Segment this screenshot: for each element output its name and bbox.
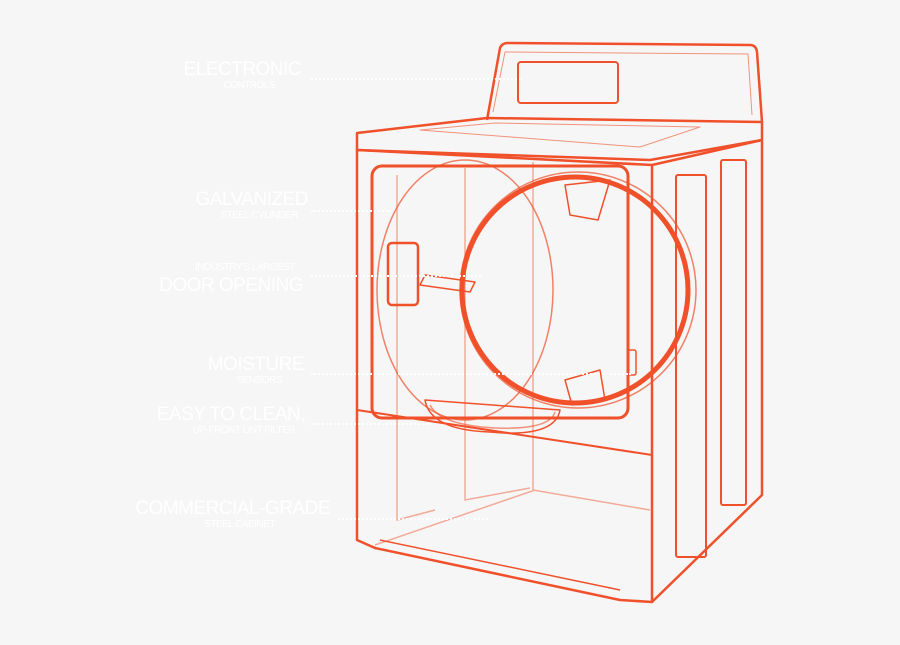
callout-subtitle: UP-FRONT LINT FILTER <box>192 425 296 436</box>
leader-door-opening <box>311 275 481 277</box>
cabinet-side <box>651 138 764 603</box>
leader-steel-cylinder <box>311 210 391 212</box>
callout-title: ELECTRONIC <box>183 59 302 80</box>
door <box>370 159 630 421</box>
callout-moisture-sensors: MOISTURE SENSORS <box>207 354 305 386</box>
callout-title: EASY TO CLEAN, <box>156 404 306 425</box>
callout-steel-cabinet: COMMERCIAL-GRADE STEEL CABINET <box>135 499 330 530</box>
callout-door-opening: INDUSTRY'S LARGEST DOOR OPENING <box>159 261 303 296</box>
callout-subtitle: CONTROLS <box>223 80 275 91</box>
callout-pretitle: INDUSTRY'S LARGEST <box>195 262 295 273</box>
callout-subtitle: STEEL CYLINDER <box>220 210 298 221</box>
cabinet-interior-ghost <box>374 162 651 546</box>
leader-moisture-sensors <box>311 373 631 375</box>
control-console <box>485 41 764 123</box>
leader-steel-cabinet <box>338 518 488 520</box>
leader-electronic-controls <box>311 78 521 80</box>
callout-title: MOISTURE <box>207 354 305 375</box>
leader-lint-filter <box>311 423 431 425</box>
callout-galvanized-cylinder: GALVANIZED STEEL CYLINDER <box>195 190 308 221</box>
callout-lint-filter: EASY TO CLEAN, UP-FRONT LINT FILTER <box>156 404 306 436</box>
lint-filter <box>424 399 561 434</box>
callout-title: DOOR OPENING <box>159 275 303 296</box>
callout-title: COMMERCIAL-GRADE <box>135 498 330 519</box>
callout-electronic-controls: ELECTRONIC CONTROLS <box>183 59 302 91</box>
callout-subtitle: STEEL CABINET <box>204 519 275 530</box>
callout-title: GALVANIZED <box>195 189 308 210</box>
callout-subtitle: SENSORS <box>236 375 283 386</box>
